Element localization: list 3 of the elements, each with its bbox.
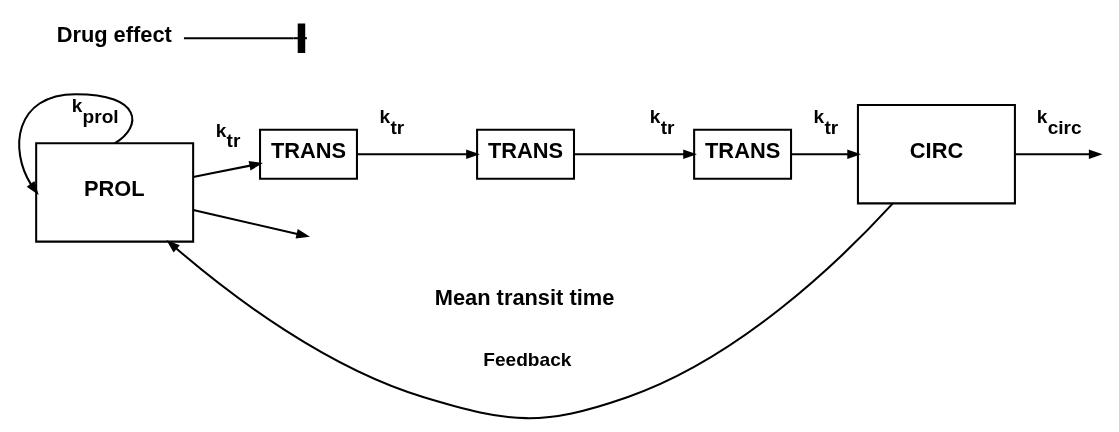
- label: Mean transit time: [434, 285, 615, 311]
- edge-label: Feedback: [483, 349, 572, 371]
- node-text: Drug effect: [56, 22, 172, 48]
